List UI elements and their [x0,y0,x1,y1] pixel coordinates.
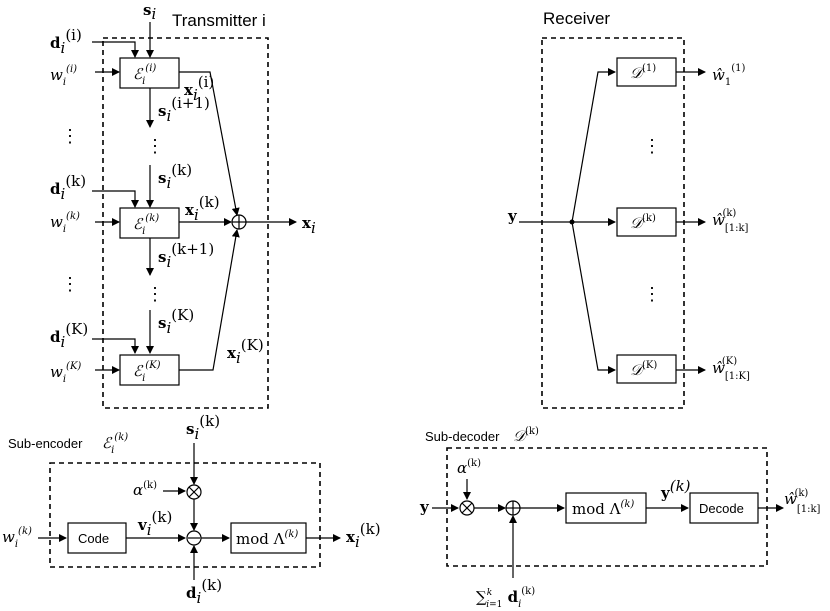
w-i-k-label: wi(k) [50,211,80,235]
d-i-k-label: di(k) [50,172,86,203]
s-i-K-label: si(K) [158,306,194,337]
sub-encoder-dither-label: di(k) [186,576,222,607]
sub-encoder: Sub-encoder ℰi(k) si(k) α(k) wi(k) Code … [2,412,381,607]
decoder-block-K [616,354,677,384]
x-i-K-label: xi(K) [227,336,264,367]
decoder-mod-block [565,492,647,524]
sub-encoder-boundary [49,462,321,568]
s-i-next-1-label: si(i+1) [158,94,210,125]
dots-tx-1: ⋮ [146,136,164,157]
encoder-mod-block-label: mod Λ(k) [236,529,298,548]
rx-output-1-label: ŵ1(1) [712,63,745,88]
receiver-title: Receiver [543,9,610,28]
tx-output-label: xi [302,214,316,237]
sub-encoder-label: ℰi(k) [102,432,128,456]
encoder-mod-block [230,522,307,554]
dots-rx-2: ⋮ [643,284,661,305]
d-i-K-label: di(K) [50,320,88,351]
dots-rx-1: ⋮ [643,136,661,157]
decoder-block-1 [616,57,677,87]
sub-decoder-boundary [446,447,768,567]
rx-output-K-label: ŵ[1:K](K) [712,356,750,382]
x-i-k-label: xi(k) [185,193,220,224]
sub-encoder-title: Sub-encoder [8,436,83,451]
sub-decoder-input-label: y [419,498,430,516]
sub-encoder-input-label: wi(k) [2,526,32,550]
receiver: Receiver y 𝒟(1) ŵ1(1) ⋮ 𝒟(k) ŵ[1:k](k) ⋮… [507,9,750,409]
codeword-label: vi(k) [137,508,172,539]
sub-encoder-state-label: si(k) [186,412,220,443]
decoder-mod-block-label: mod Λ(k) [572,499,634,518]
code-block-label: Code [78,531,109,546]
dots-tx-2: ⋮ [146,284,164,305]
encoder-block-K [119,354,180,386]
state-in-label: si [143,1,156,23]
sub-decoder-title: Sub-decoder [425,429,500,444]
dots-tx-left-1: ⋮ [61,126,79,147]
rx-output-k-label: ŵ[1:k](k) [712,208,749,234]
sub-decoder-label: 𝒟(k) [513,426,539,445]
sub-encoder-output-label: xi(k) [346,520,381,551]
decoder-block-k [616,207,677,237]
w-i-i-label: wi(i) [50,64,77,88]
w-i-K-label: wi(K) [50,361,81,385]
sub-encoder-alpha-label: α(k) [133,480,157,499]
decode-block-label: Decode [699,501,744,516]
rx-input-label: y [507,207,518,225]
transmitter-boundary [102,37,269,409]
mod-out-label: y(k) [660,477,691,502]
transmitter-title: Transmitter i [172,11,266,30]
dots-tx-left-2: ⋮ [61,274,79,295]
receiver-boundary [541,37,685,409]
transmitter: Transmitter i si di(i) wi(i) ℰi(i) xi(i)… [50,1,316,409]
d-i-i-label: di(i) [50,26,82,57]
sub-decoder-alpha-label: α(k) [457,458,481,477]
s-i-k-label: si(k) [158,161,192,192]
s-i-next-k-label: si(k+1) [158,240,214,271]
encoder-block-1 [119,57,180,89]
code-block [67,522,127,554]
decode-block [689,492,759,524]
sub-decoder-output-label: ŵ[1:k](k) [784,488,821,515]
